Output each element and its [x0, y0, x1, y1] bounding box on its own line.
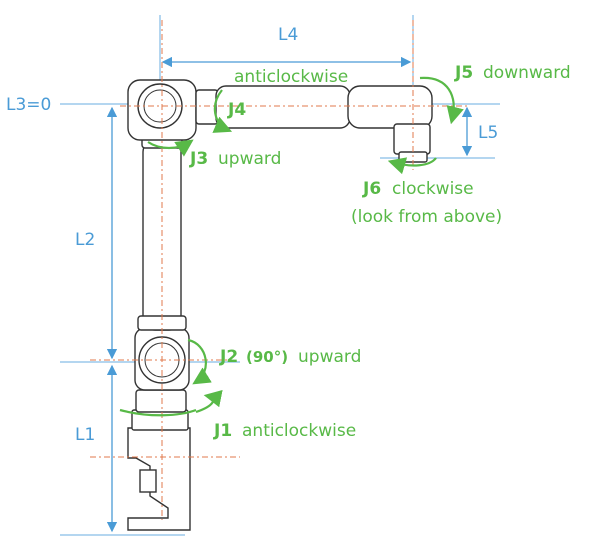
l5-label: L5 — [478, 123, 498, 143]
j3-label: J3 — [189, 149, 208, 169]
j6-label: J6 — [362, 179, 381, 199]
j3-direction-label: upward — [218, 149, 281, 169]
j4-rotation-arrow — [212, 89, 233, 133]
motion-arrows — [119, 76, 464, 417]
j5-direction-label: downward — [483, 63, 571, 83]
j4-label: J4 — [227, 100, 246, 120]
base-clamp — [127, 427, 191, 531]
l3-label: L3=0 — [6, 95, 51, 115]
j6-direction-label: clockwise — [392, 179, 474, 199]
l2-label: L2 — [75, 230, 95, 250]
j2-label: J2 — [219, 347, 238, 367]
j1-ring — [135, 389, 187, 413]
j6-rotation-arrow — [387, 157, 437, 175]
dimension-arrows — [106, 56, 473, 533]
j2-direction-label: upward — [298, 347, 361, 367]
j1-label: J1 — [213, 421, 232, 441]
l4-label: L4 — [278, 25, 298, 45]
j2-angle-label: (90°) — [246, 348, 288, 366]
j1-rotation-arrow — [195, 389, 223, 414]
wrist-block — [393, 123, 431, 155]
j2-rotation-arrow — [187, 338, 212, 385]
j4-direction-label: anticlockwise — [234, 67, 348, 87]
j5-housing — [347, 85, 433, 129]
j6-note-label: (look from above) — [351, 207, 502, 227]
j1-ring-highlight — [119, 408, 197, 417]
j1-direction-label: anticlockwise — [242, 421, 356, 441]
labels: L4 L3=0 L2 L1 L5 anticlockwise J4 J3 upw… — [6, 25, 571, 445]
j5-label: J5 — [454, 63, 473, 83]
l1-label: L1 — [75, 425, 95, 445]
clamp-screw — [139, 469, 157, 493]
j5-rotation-arrow — [419, 76, 464, 125]
j3-rotation-arrow — [147, 139, 194, 157]
